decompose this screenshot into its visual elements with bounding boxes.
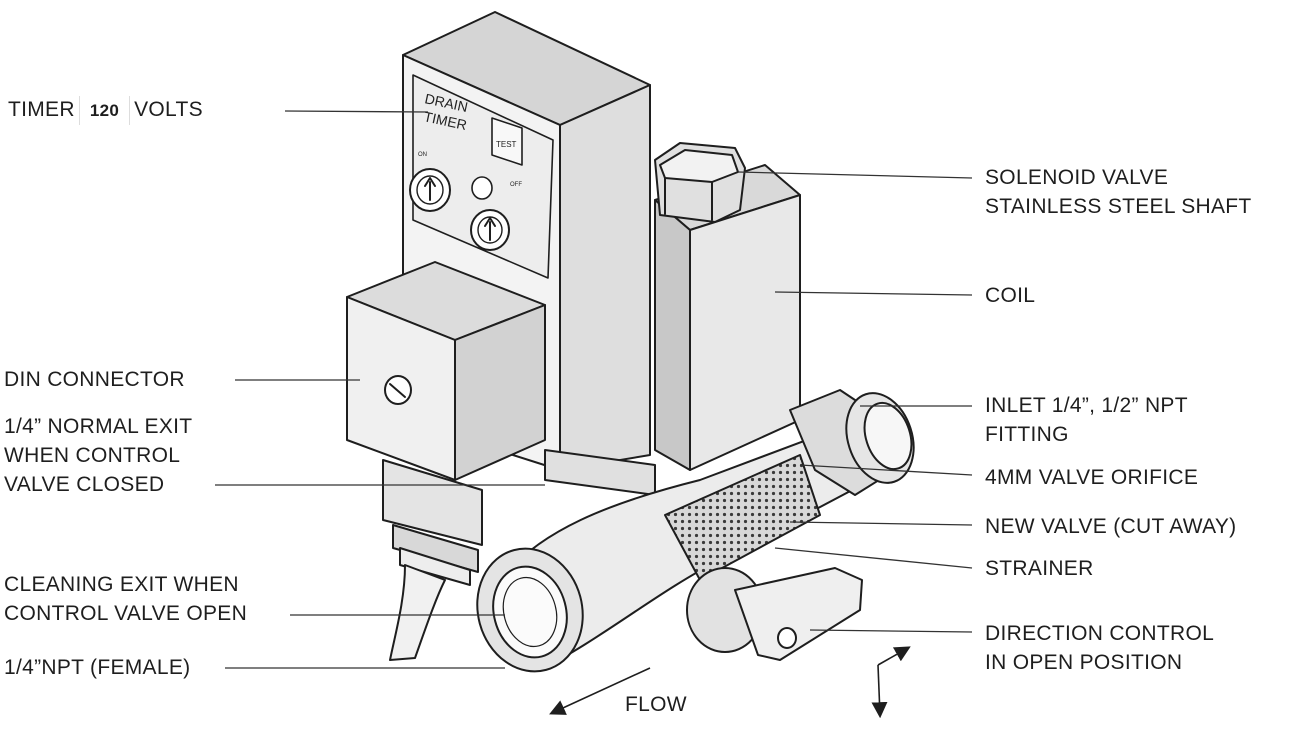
- normal-exit-line-3: VALVE CLOSED: [4, 473, 165, 496]
- inlet-line-1: INLET 1/4”, 1/2” NPT: [985, 394, 1188, 417]
- direction-arrows: [871, 646, 911, 719]
- label-valve-orifice: 4MM VALVE ORIFICE: [985, 466, 1199, 489]
- timer-label-suffix: VOLTS: [134, 98, 203, 121]
- label-new-valve: NEW VALVE (CUT AWAY): [985, 515, 1237, 538]
- label-din-connector: DIN CONNECTOR: [4, 368, 185, 391]
- solenoid-top-nut: [654, 142, 746, 223]
- dial-mark-on: ON: [418, 152, 427, 158]
- label-direction-control: DIRECTION CONTROL IN OPEN POSITION: [985, 619, 1214, 677]
- label-inlet-fitting: INLET 1/4”, 1/2” NPT FITTING: [985, 391, 1188, 449]
- label-strainer: STRAINER: [985, 557, 1094, 580]
- timer-voltage-value: 120: [78, 96, 131, 125]
- label-solenoid-valve: SOLENOID VALVE STAINLESS STEEL SHAFT: [985, 163, 1252, 221]
- solenoid-line-1: SOLENOID VALVE: [985, 166, 1169, 189]
- timer-label-prefix: TIMER: [8, 98, 75, 121]
- outlet-port: [476, 547, 584, 673]
- label-normal-exit: 1/4” NORMAL EXIT WHEN CONTROL VALVE CLOS…: [4, 412, 192, 499]
- label-flow: FLOW: [625, 693, 687, 716]
- inlet-line-2: FITTING: [985, 423, 1069, 446]
- direction-line-1: DIRECTION CONTROL: [985, 622, 1215, 645]
- dial-mark-off: OFF: [510, 182, 522, 188]
- cleaning-exit-line-2: CONTROL VALVE OPEN: [4, 602, 248, 625]
- cleaning-exit-line-1: CLEANING EXIT WHEN: [4, 573, 239, 596]
- solenoid-line-2: STAINLESS STEEL SHAFT: [985, 195, 1252, 218]
- test-button-text: TEST: [496, 140, 517, 149]
- drain-tube: [389, 564, 446, 661]
- label-npt-female: 1/4”NPT (FEMALE): [4, 656, 191, 679]
- din-connector-body: [346, 261, 546, 586]
- label-coil: COIL: [985, 284, 1036, 307]
- flow-arrow: [549, 667, 651, 715]
- label-cleaning-exit: CLEANING EXIT WHEN CONTROL VALVE OPEN: [4, 570, 247, 628]
- leader-lines: [215, 110, 973, 669]
- normal-exit-line-2: WHEN CONTROL: [4, 444, 181, 467]
- direction-control-handle: [686, 567, 863, 661]
- normal-exit-line-1: 1/4” NORMAL EXIT: [4, 415, 193, 438]
- direction-line-2: IN OPEN POSITION: [985, 651, 1183, 674]
